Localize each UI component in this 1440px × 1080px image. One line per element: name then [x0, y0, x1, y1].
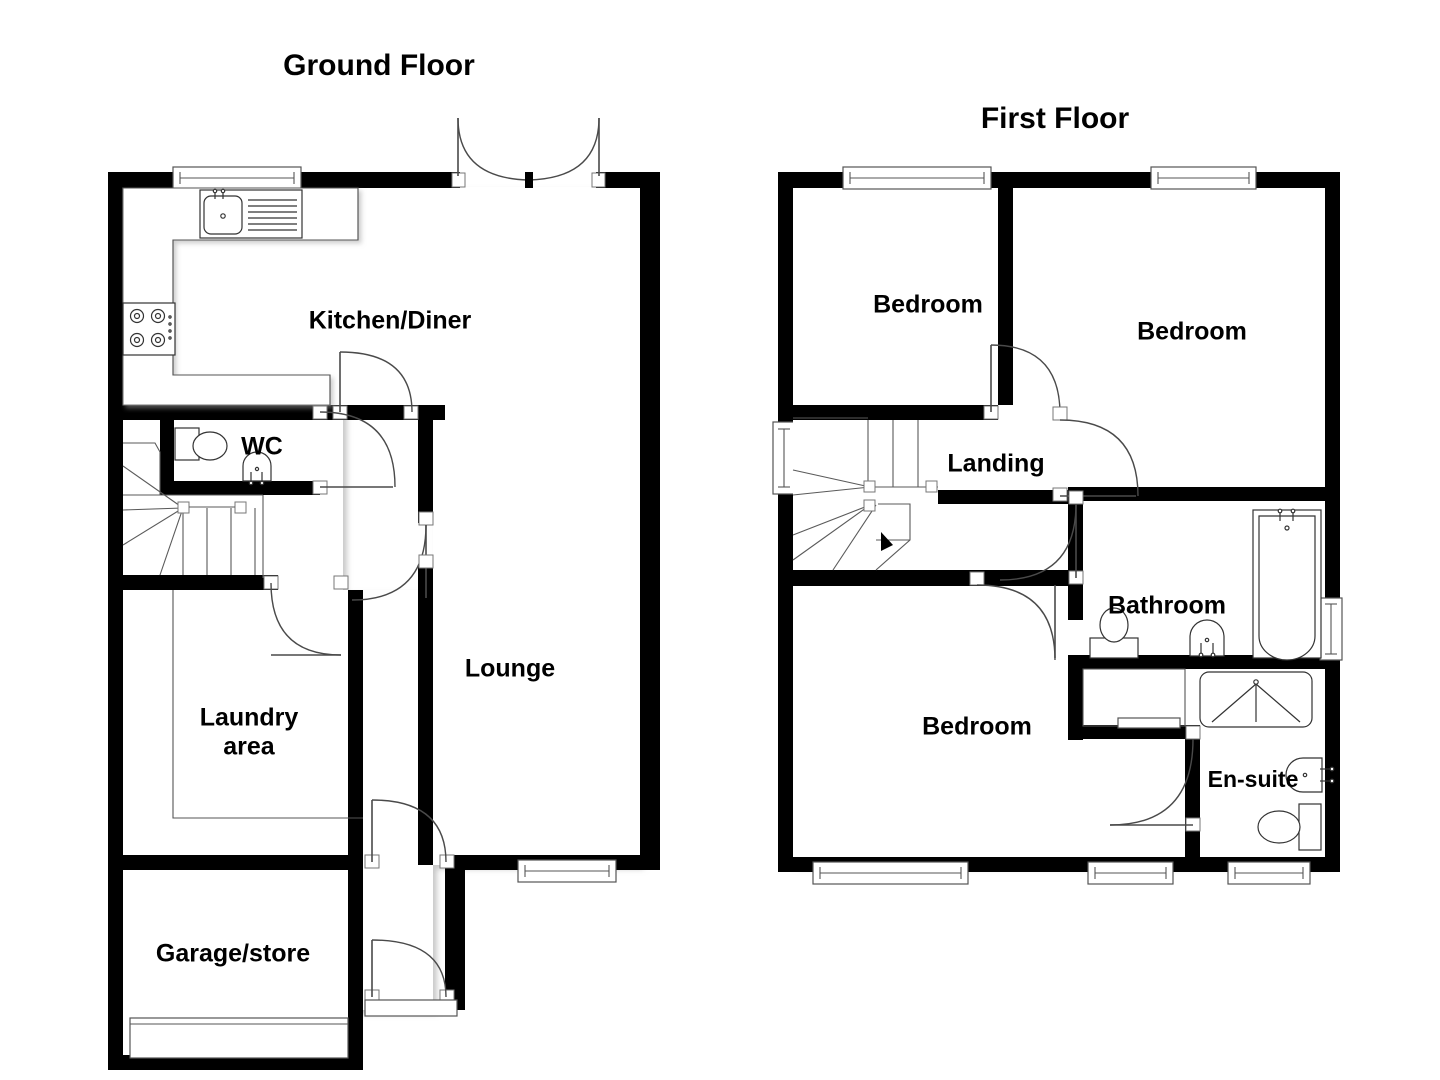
wall-bed1-bottom	[793, 405, 998, 420]
room-label-laundry-line1: Laundry	[200, 704, 299, 732]
ground-floor-group: Ground Floor	[108, 49, 660, 1070]
staircase-winder-down	[792, 417, 938, 571]
wall-first-left	[778, 172, 793, 872]
wall-ground-bottom	[108, 1055, 363, 1070]
laundry-external-door[interactable]	[364, 799, 455, 869]
room-label-bedroom-3: Bedroom	[922, 713, 1032, 741]
garage-external-door[interactable]	[364, 939, 458, 1017]
kitchen-french-doors-double[interactable]	[451, 117, 606, 188]
room-label-kitchen-diner: Kitchen/Diner	[309, 307, 472, 335]
bedroom1-window-top	[842, 166, 992, 190]
wc-toilet	[174, 427, 228, 461]
wall-hall-right-lower	[445, 855, 465, 1010]
room-label-lounge: Lounge	[465, 655, 555, 683]
bedroom3-door[interactable]	[969, 571, 1056, 661]
bedroom1-door[interactable]	[983, 344, 1061, 420]
room-label-landing: Landing	[947, 450, 1044, 478]
first-floor-group: First Floor	[772, 102, 1343, 885]
room-label-bathroom: Bathroom	[1108, 592, 1226, 620]
wc-basin	[242, 451, 272, 486]
wall-bed2-bottom	[1068, 487, 1325, 501]
bedroom2-window-top	[1150, 166, 1257, 190]
bedroom3-floor	[793, 590, 1083, 865]
ensuite-shower-tray	[1199, 671, 1313, 728]
room-label-ensuite: En-suite	[1208, 766, 1299, 792]
wall-laundry-right	[348, 590, 363, 855]
hob-four-burner	[122, 302, 176, 356]
wall-laundry-garage	[123, 855, 363, 870]
kitchen-sink-with-drainer	[199, 188, 303, 239]
wall-landing-lower	[793, 570, 1083, 586]
stairwell-window-left	[772, 421, 796, 495]
laundry-area-outline	[172, 590, 363, 819]
wall-bed3-right-lower	[1068, 655, 1083, 740]
hall-lounge-door[interactable]	[351, 511, 434, 601]
wc-door[interactable]	[312, 405, 396, 495]
room-label-bedroom-1: Bedroom	[873, 291, 983, 319]
room-label-bedroom-2: Bedroom	[1137, 318, 1247, 346]
laundry-door[interactable]	[263, 575, 349, 656]
ground-floor-title: Ground Floor	[283, 49, 475, 82]
bathroom-door[interactable]	[999, 490, 1084, 585]
wall-garage-right	[348, 855, 363, 1070]
wall-wc-left	[160, 412, 174, 494]
ensuite-basin	[1285, 757, 1335, 793]
room-label-laundry-line2: area	[223, 733, 276, 761]
wall-lounge-left-upper	[418, 405, 433, 523]
bathroom-window-right	[1319, 597, 1343, 661]
ensuite-toilet	[1257, 803, 1322, 851]
cupboard-outline	[1082, 668, 1186, 729]
ensuite-window-bottom-left	[1087, 861, 1174, 885]
staircase-winder-up	[122, 442, 264, 578]
ensuite-window-bottom-right	[1227, 861, 1311, 885]
wall-bed1-bed2	[998, 188, 1013, 405]
kitchen-worktop-edge	[123, 187, 359, 405]
ensuite-door[interactable]	[1109, 725, 1201, 832]
bathroom-bath	[1252, 508, 1322, 661]
first-floor-title: First Floor	[981, 102, 1130, 135]
kitchen-window-top	[172, 166, 302, 190]
lounge-window-bottom	[517, 859, 617, 883]
garage-door-bottom	[129, 1017, 349, 1059]
room-label-wc: WC	[241, 433, 283, 461]
lounge-floor	[433, 405, 640, 865]
bedroom3-window-bottom	[812, 861, 969, 885]
wall-wc-bottom	[160, 481, 320, 495]
wall-ground-right	[640, 172, 660, 870]
wall-first-right	[1325, 172, 1340, 872]
wall-ground-left	[108, 172, 123, 1070]
wall-lounge-left-lower	[418, 565, 433, 865]
laundry-floor	[123, 590, 348, 867]
stair-direction-arrow	[881, 532, 893, 551]
wall-kitchen-hall	[123, 405, 445, 420]
bedroom1-floor	[793, 187, 998, 405]
kitchen-hall-door[interactable]	[332, 351, 419, 420]
ground-floor-walls	[108, 172, 660, 1070]
bathroom-toilet	[1089, 607, 1139, 659]
room-label-garage-store: Garage/store	[156, 940, 310, 968]
bathroom-basin	[1189, 619, 1225, 658]
wall-hall-lower	[123, 575, 278, 590]
